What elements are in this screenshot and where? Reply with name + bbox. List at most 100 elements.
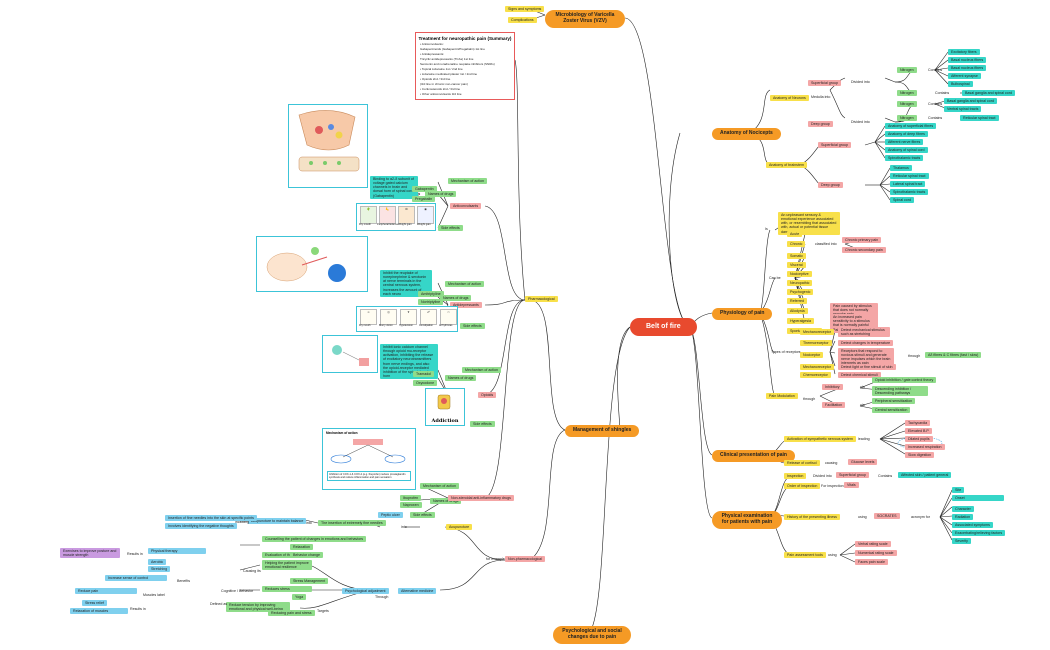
brainstem-item-6[interactable]: Thalamus — [890, 165, 912, 172]
order-of-inspection[interactable]: Order of inspection — [784, 483, 821, 490]
anatomy-cyan-2[interactable]: Basal nucleus fibers — [948, 57, 987, 64]
activation-sns[interactable]: Activation of sympathetic nervous system — [784, 436, 856, 443]
socrates[interactable]: SOCRATES — [874, 513, 900, 520]
anticonv-mech[interactable]: Mechanism of action — [448, 178, 487, 185]
inhibitory[interactable]: Inhibitory — [822, 384, 843, 391]
hyperalgesia-desc[interactable]: An increased pain sensitivity to a stimu… — [830, 314, 878, 329]
emotions-item-2[interactable]: Stress Management — [290, 578, 329, 585]
antidep-amitriptyline[interactable]: Amitriptyline — [418, 291, 444, 298]
anticonv-pregabalin[interactable]: Pregabalin — [412, 196, 436, 203]
inspection[interactable]: Inspection — [784, 473, 807, 480]
left-blue-7[interactable]: Relaxation of muscles — [70, 608, 128, 615]
branch-anatomy[interactable]: Anatomy of Nocicepts — [712, 128, 781, 140]
anatomy-of-neurons[interactable]: Anatomy of Neurons — [770, 95, 809, 102]
anatomy-cyan-7[interactable]: Basal ganglia and spinal cord — [944, 98, 997, 105]
socrates-onset[interactable]: Onset — [952, 495, 1004, 502]
left-blue-6[interactable]: Stress relief — [82, 600, 107, 607]
nitrogen-4[interactable]: Nitrogen — [897, 115, 917, 122]
brainstem-item-7[interactable]: Reticular spinal tract — [890, 173, 929, 180]
opioid-oxycodone[interactable]: Oxycodone — [413, 380, 438, 387]
receptor-desc-1[interactable]: Detect mechanical stimulus such as stret… — [838, 327, 890, 338]
left-blue-2[interactable]: Aerobic — [148, 559, 167, 566]
brainstem-item-1[interactable]: Anatomy of superficial fibres — [885, 123, 937, 130]
opioid-mech[interactable]: Mechanism of action — [462, 367, 501, 374]
emotions-item-1[interactable]: Helping the patient improve emotional re… — [262, 560, 312, 571]
type-hyperalgesia[interactable]: Hyperalgesia — [787, 318, 814, 325]
chronic-secondary[interactable]: Chronic secondary pain — [842, 247, 886, 254]
results-item-1[interactable]: Reduce tension by improving emotional an… — [226, 602, 290, 613]
nsaid-ibuprofen[interactable]: Ibuprofen — [400, 495, 422, 502]
left-purple-1[interactable]: Exercises to improve posture and muscle … — [60, 548, 120, 559]
antidep-nortriptyline[interactable]: Nortriptyline — [418, 299, 444, 306]
nitrogen-2[interactable]: Nitrogen — [897, 90, 917, 97]
deep-group-2[interactable]: Deep group — [818, 182, 843, 189]
anatomy-cyan-4[interactable]: Afferent synapse — [948, 73, 981, 80]
socrates-associated[interactable]: Associated symptoms — [952, 522, 993, 529]
pharmacological[interactable]: Pharmacological — [525, 296, 558, 303]
branch-management[interactable]: Management of shingles — [565, 425, 640, 437]
mind-body-system[interactable]: Psychological adjustment — [342, 588, 389, 595]
nsaid-naproxen[interactable]: Naproxen — [400, 502, 422, 509]
opioid-desc[interactable]: Inhibit ionic calcium channel through op… — [380, 344, 438, 379]
type-chronic[interactable]: Chronic — [787, 241, 806, 248]
effect-1[interactable]: Tachycardia — [905, 420, 931, 427]
anatomy-cyan-1[interactable]: Excitatory fibers — [948, 49, 980, 56]
super-item[interactable]: Affected skin / patient general — [898, 472, 952, 479]
nsaid-mech[interactable]: Mechanism of action — [420, 483, 459, 490]
chronic-primary[interactable]: Chronic primary pain — [842, 237, 882, 244]
effect-5[interactable]: Slow digestion — [905, 452, 935, 459]
receptor-desc-2[interactable]: Detect changes in temperature — [838, 340, 894, 347]
superficial-group-2[interactable]: Superficial group — [818, 142, 851, 149]
opioids[interactable]: Opioids — [478, 392, 497, 399]
left-blue-5[interactable]: Reduce pain — [75, 588, 137, 595]
brainstem-item-5[interactable]: Spinothalamic tracts — [885, 155, 924, 162]
left-blue-1[interactable]: Physical therapy — [148, 548, 206, 555]
micro-signs[interactable]: Signs and symptoms — [505, 6, 545, 13]
nsaid-names[interactable]: Names of drugs — [430, 498, 462, 505]
receptor-noci[interactable]: Nociceptor — [800, 352, 824, 359]
anatomy-cyan-6[interactable]: Basal ganglia and spinal cord — [962, 90, 1015, 97]
socrates-character[interactable]: Character — [952, 506, 974, 513]
facilitation[interactable]: Facilitation — [822, 402, 846, 409]
anatomy-cyan-5[interactable]: Bulbospinal — [948, 81, 973, 88]
opioid-names[interactable]: Names of drugs — [445, 375, 477, 382]
nsaid-side-effects[interactable]: Side effects — [410, 512, 435, 519]
mod-item-1[interactable]: Opioid inhibition / gate control theory — [872, 377, 937, 384]
nsaid-peptic-ulcer[interactable]: Peptic ulcer — [378, 512, 403, 519]
nitrogen-3[interactable]: Nitrogen — [897, 101, 917, 108]
brainstem-item-8[interactable]: Lateral spinal tract — [890, 181, 926, 188]
history-presenting[interactable]: History of the presenting illness — [784, 514, 840, 521]
type-neuropathic[interactable]: Neuropathic — [787, 280, 813, 287]
brainstem-item-4[interactable]: Anatomy of spinal cord — [885, 147, 928, 154]
yoga-desc[interactable]: Reduces stress — [262, 586, 312, 593]
type-acute[interactable]: Acute — [787, 231, 803, 238]
socrates-site[interactable]: Site — [952, 487, 965, 494]
effect-4[interactable]: Increased respiration — [905, 444, 945, 451]
branch-physical[interactable]: Physical examination for patients with p… — [712, 511, 782, 529]
psychological-adjustment[interactable]: Alternative medicine — [398, 588, 437, 595]
effect-2[interactable]: Elevated B.P — [905, 428, 932, 435]
opioid-side-effects[interactable]: Side effects — [470, 421, 495, 428]
socrates-radiation[interactable]: Radiation — [952, 514, 974, 521]
nsaids[interactable]: Non-steroidal anti-inflammatory drugs — [448, 495, 514, 502]
acupuncture-balance[interactable]: Acupuncture to maintain balance — [248, 518, 307, 525]
anticonv-gabapentin[interactable]: Gabapentin — [412, 186, 437, 193]
antidep-side-effects[interactable]: Side effects — [460, 323, 485, 330]
cbt-item-1[interactable]: Evaluation of the thoughts — [262, 552, 310, 559]
receptor-chemo[interactable]: Chemoreceptor — [800, 372, 831, 379]
acupuncture[interactable]: Acupuncture — [446, 524, 473, 531]
ad-c-fibres[interactable]: Aδ fibres & C fibres (fast / slow) — [925, 352, 982, 359]
non-pharmacological[interactable]: Non-pharmacological — [505, 556, 545, 563]
socrates-time[interactable]: Exacerbating/relieving factors — [952, 530, 1006, 537]
tool-verbal[interactable]: Verbal rating scale — [855, 541, 891, 548]
antidepressants[interactable]: Antidepressants — [450, 302, 482, 309]
type-somatic[interactable]: Somatic — [787, 253, 806, 260]
acupuncture-sub-2[interactable]: Involves identifying the negative though… — [165, 523, 237, 530]
brainstem-item-2[interactable]: Anatomy of deep fibres — [885, 131, 928, 138]
root-topic[interactable]: Belt of fire — [630, 318, 697, 337]
anatomy-cyan-9[interactable]: Reticular spinal tract — [960, 115, 999, 122]
nitrogen-1[interactable]: Nitrogen — [897, 67, 917, 74]
brainstem-item-3[interactable]: Afferent nerve fibres — [885, 139, 924, 146]
brainstem-item-10[interactable]: Spinal cord — [890, 197, 914, 204]
yoga-item[interactable]: Yoga — [292, 594, 307, 601]
